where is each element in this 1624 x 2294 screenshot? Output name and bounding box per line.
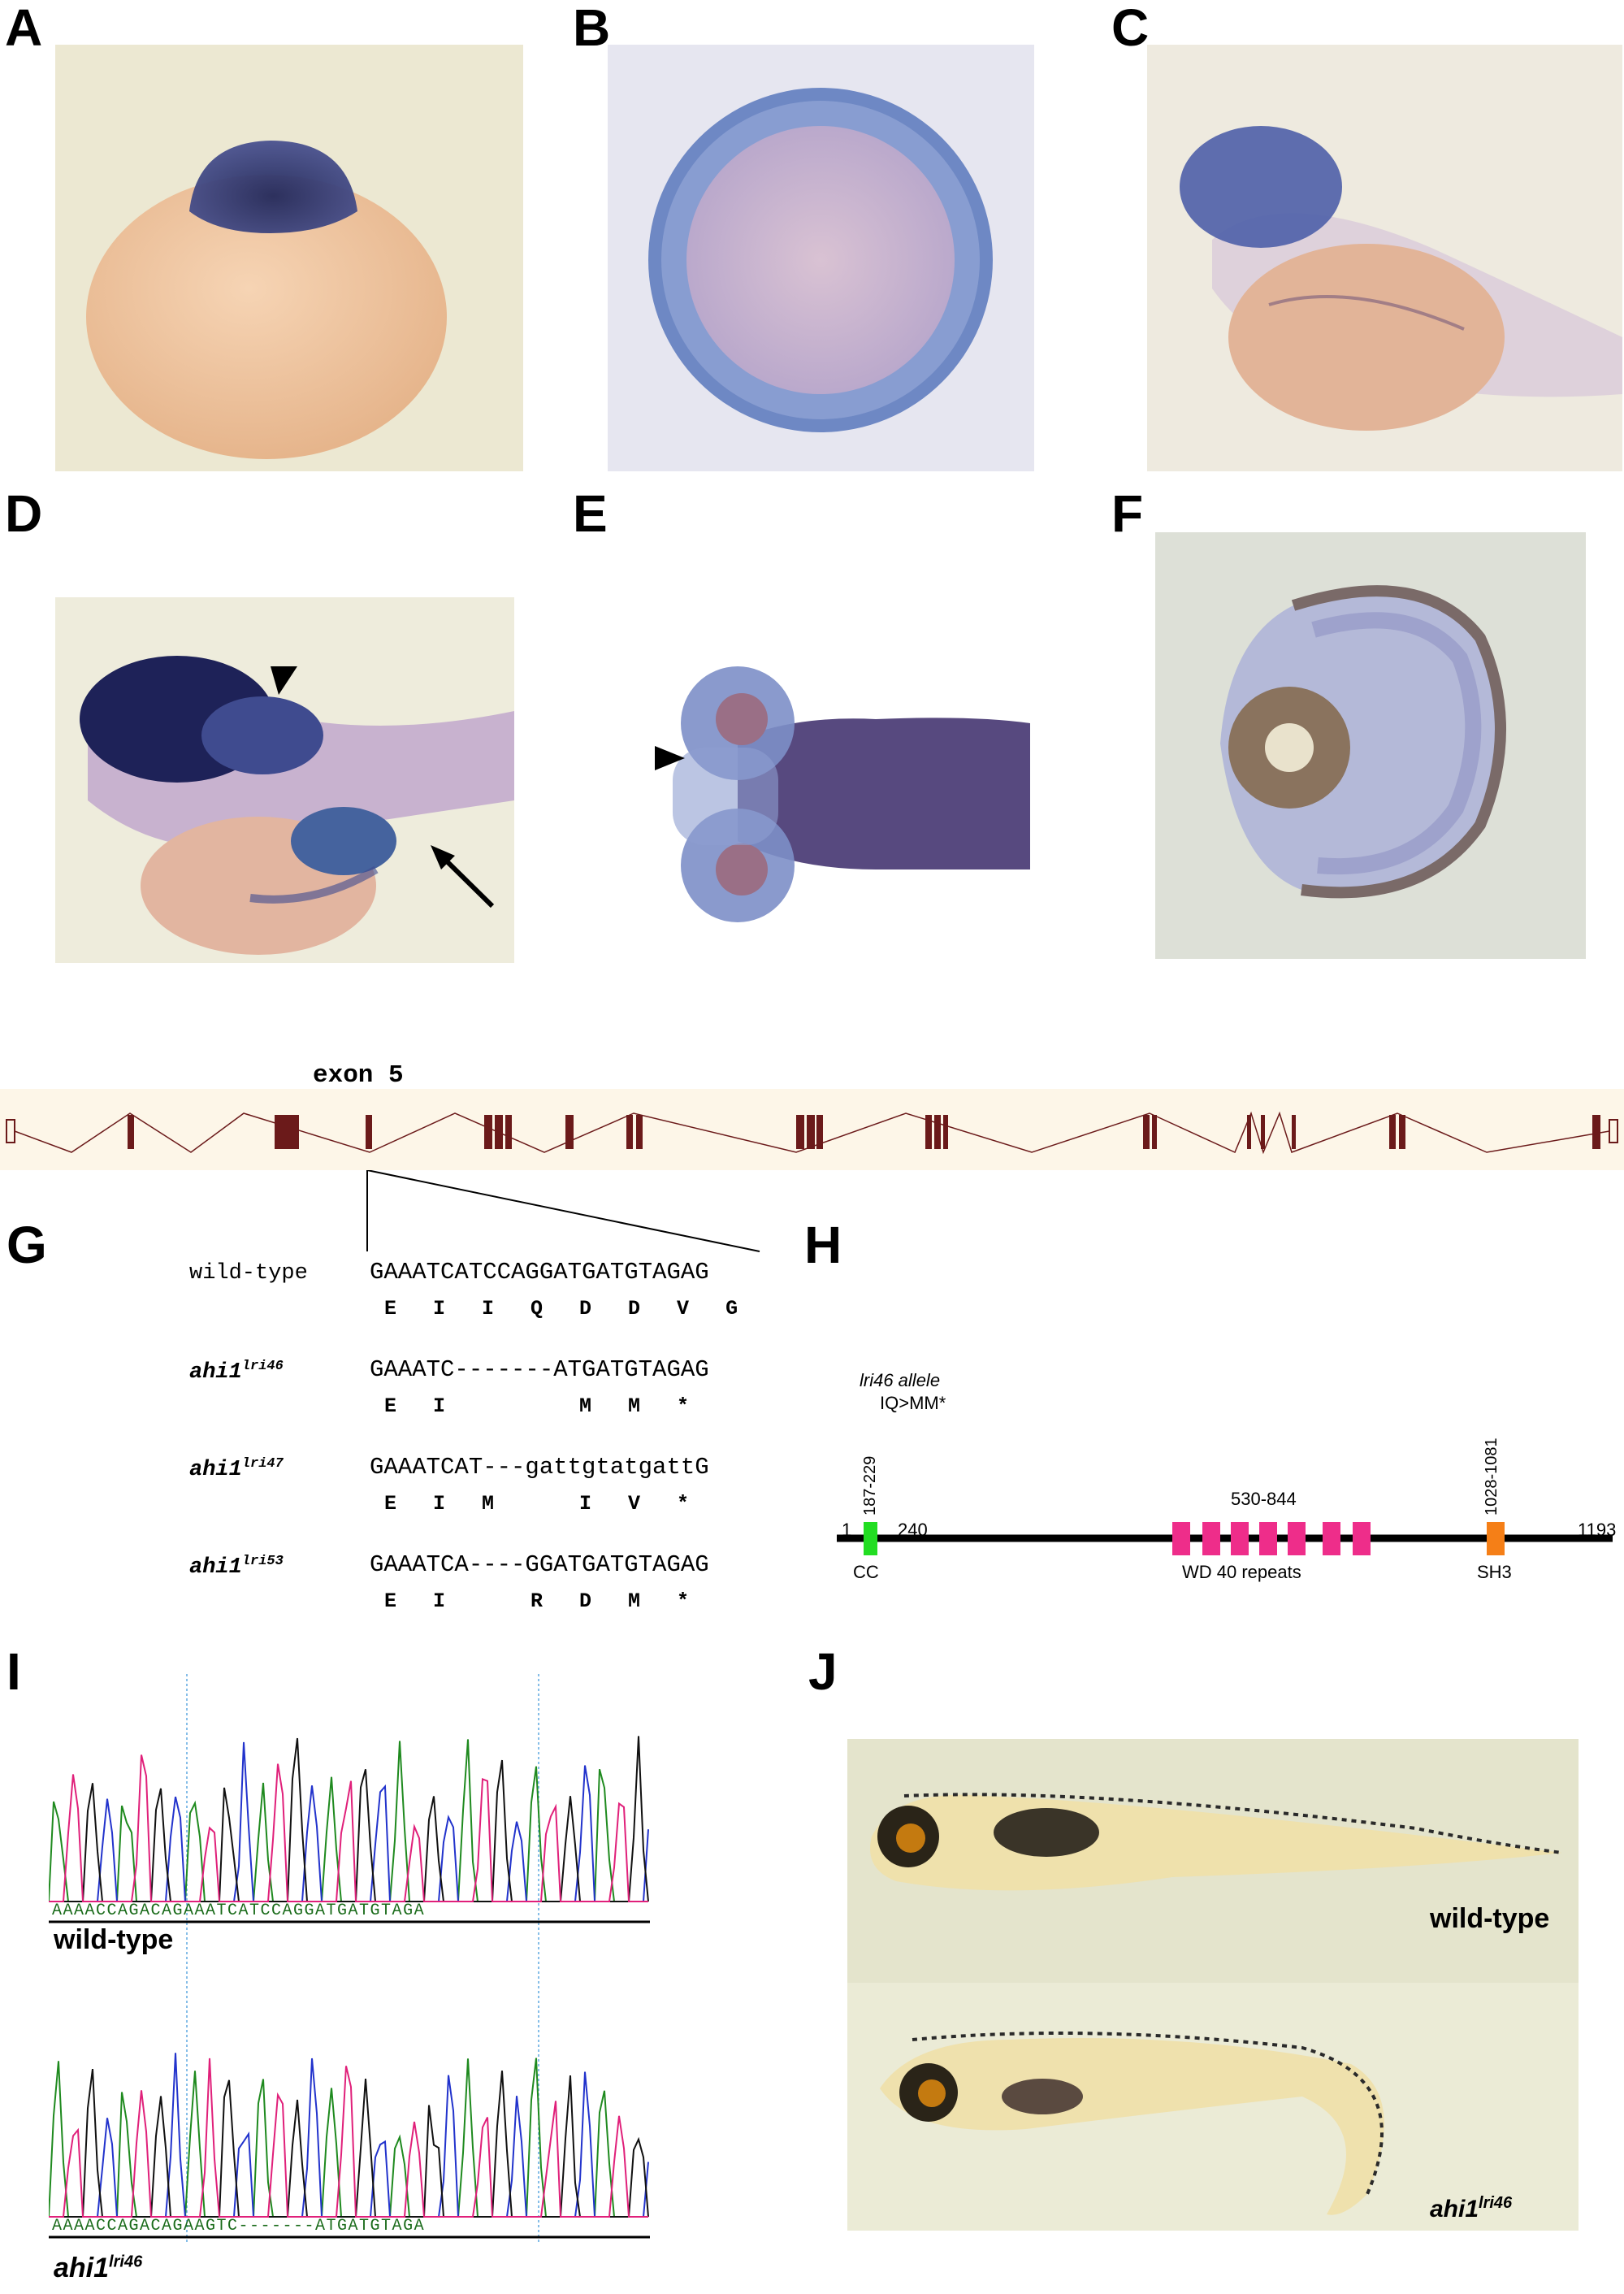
arrow-icon: [439, 853, 495, 908]
protein-end-label: 1193: [1578, 1520, 1617, 1540]
wd40-repeat-box: [1231, 1522, 1249, 1555]
wd40-repeat-box: [1353, 1522, 1371, 1555]
wd40-repeats: [1172, 1522, 1371, 1555]
panel-label-i: I: [6, 1642, 21, 1701]
panel-label-j: J: [808, 1642, 838, 1701]
eye-section-drawing: [1220, 585, 1506, 899]
alignment-seq-lri47: GAAATCAT---gattgtatgattG: [370, 1454, 709, 1481]
wd40-repeat-box: [1259, 1522, 1277, 1555]
embryo-photo-c: [1147, 45, 1622, 471]
wd40-repeat-box: [1288, 1522, 1306, 1555]
arrowhead-icon: [655, 746, 685, 770]
mut-trace: [49, 2053, 649, 2218]
wd40-range-label: 530-844: [1231, 1489, 1297, 1509]
larvae-photo-j: [847, 1739, 1579, 2231]
mutation-position-label: 240: [898, 1520, 928, 1540]
embryo-c-drawing: [1180, 126, 1622, 431]
chromatogram-panel: [49, 1674, 650, 2243]
protein-start-label: 1: [842, 1520, 852, 1540]
mutant-larva: [880, 2032, 1384, 2215]
wt-trace: [49, 1736, 649, 1902]
panel-label-d: D: [5, 484, 43, 543]
allele-label: lri46 allele: [860, 1370, 941, 1390]
wd40-repeat-box: [1323, 1522, 1340, 1555]
exon-label: exon 5: [313, 1061, 404, 1090]
cc-domain: [864, 1522, 877, 1555]
wt-basecalls: AAAACCAGACAGAAATCATCCAGGATGATGTAGA: [52, 1902, 426, 1920]
panel-label-e: E: [573, 484, 608, 543]
embryo-photo-e: [632, 626, 1030, 951]
trace-line: [49, 2068, 649, 2218]
wd40-label: WD 40 repeats: [1182, 1562, 1301, 1582]
alignment-name-wt: wild-type: [189, 1261, 308, 1286]
gene-model: [0, 1089, 1624, 1170]
embryo-d-drawing: [80, 656, 514, 955]
eye-section-photo-f: [1155, 532, 1586, 959]
cc-label: CC: [853, 1562, 879, 1582]
sh3-domain: [1487, 1522, 1505, 1555]
embryo-a-drawing: [86, 141, 447, 459]
panel-label-f: F: [1111, 484, 1144, 543]
wildtype-larva: [870, 1793, 1563, 1891]
allele-change-label: IQ>MM*: [880, 1393, 946, 1413]
trace-line: [49, 1736, 649, 1902]
larva-label-wildtype: wild-type: [1430, 1903, 1550, 1934]
alignment-aa-lri47: E I M I V *: [384, 1492, 690, 1516]
panel-label-g: G: [6, 1216, 47, 1274]
larvae-drawing: [847, 1739, 1579, 2231]
embryo-e-drawing: [655, 666, 1030, 922]
panel-label-h: H: [804, 1216, 842, 1274]
alignment-seq-lri53: GAAATCA----GGATGATGTAGAG: [370, 1551, 709, 1578]
alignment-name-lri46: ahi1lri46: [189, 1359, 284, 1385]
mut-basecalls: AAAACCAGACAGAAGTC-------ATGATGTAGA: [52, 2217, 426, 2235]
alignment-name-lri47: ahi1lri47: [189, 1456, 284, 1482]
alignment-aa-lri53: E I R D M *: [384, 1589, 690, 1613]
panel-label-b: B: [573, 0, 611, 57]
sh3-label: SH3: [1477, 1562, 1512, 1582]
embryo-photo-b: [608, 45, 1034, 471]
mut-trace-label: ahi1lri46: [54, 2253, 143, 2283]
trace-line: [49, 2058, 648, 2218]
wd40-repeat-box: [1202, 1522, 1220, 1555]
embryo-b-drawing: [648, 88, 993, 432]
sh3-range-label: 1028-1081: [1483, 1438, 1501, 1516]
embryo-photo-d: [55, 597, 514, 963]
exon-zoom-lines: [366, 1170, 760, 1252]
trace-line: [49, 1754, 648, 1902]
alignment-aa-lri46: E I M M *: [384, 1394, 690, 1418]
protein-diagram: [837, 1522, 1613, 1555]
wd40-repeat-box: [1172, 1522, 1190, 1555]
alignment-seq-lri46: GAAATC-------ATGATGTAGAG: [370, 1356, 709, 1383]
panel-label-a: A: [5, 0, 43, 57]
panel-label-c: C: [1111, 0, 1150, 57]
alignment-name-lri53: ahi1lri53: [189, 1554, 284, 1580]
alignment-seq-wt: GAAATCATCCAGGATGATGTAGAG: [370, 1259, 709, 1286]
cc-range-label: 187-229: [861, 1455, 879, 1516]
embryo-photo-a: [55, 45, 523, 471]
wt-trace-label: wild-type: [54, 1924, 174, 1955]
larva-label-mutant: ahi1lri46: [1430, 2194, 1513, 2222]
trace-line: [49, 2058, 648, 2218]
alignment-aa-wt: E I I Q D D V G: [384, 1297, 738, 1320]
arrowhead-icon: [271, 666, 297, 695]
